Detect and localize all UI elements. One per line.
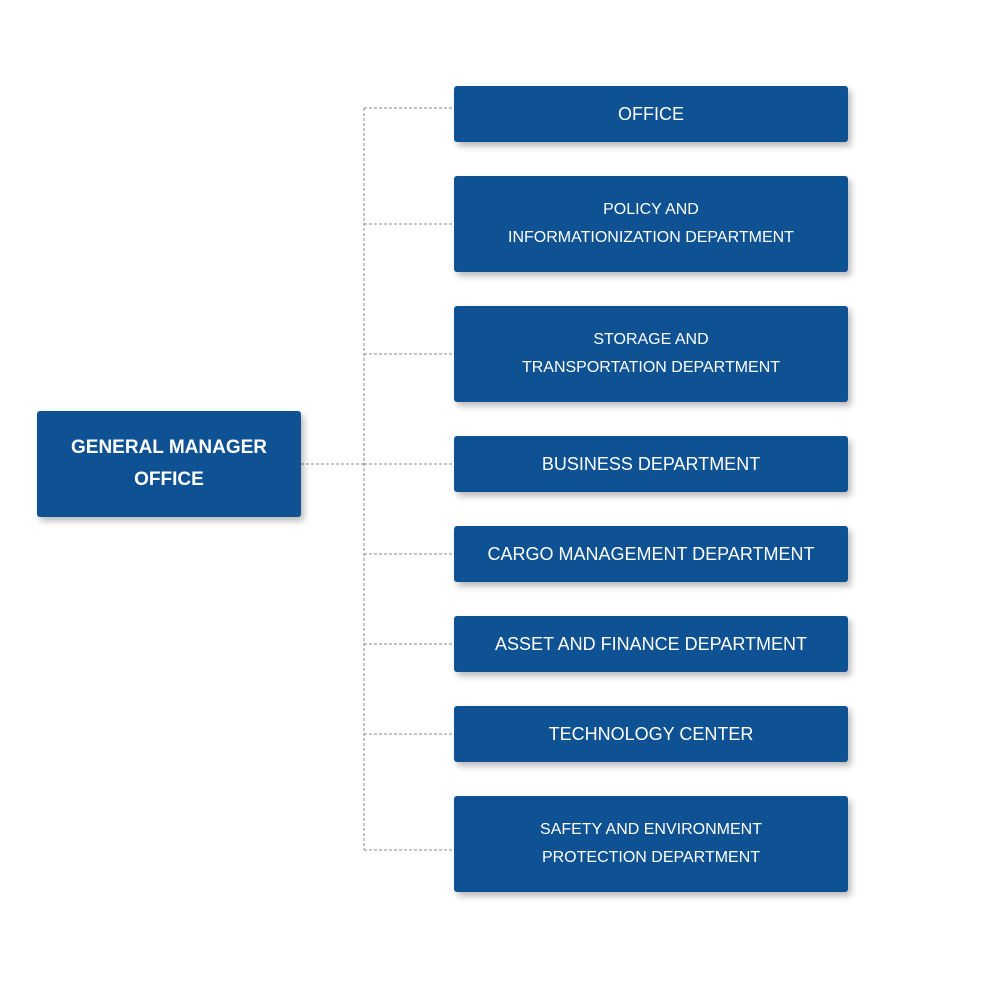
asset-finance-node: ASSET AND FINANCE DEPARTMENT — [454, 616, 848, 672]
policy-informationization-node: POLICY AND INFORMATIONIZATION DEPARTMENT — [454, 176, 848, 272]
office-node: OFFICE — [454, 86, 848, 142]
storage-transportation-label: STORAGE AND TRANSPORTATION DEPARTMENT — [521, 331, 781, 376]
office-label: OFFICE — [618, 104, 684, 124]
safety-environment-label: SAFETY AND ENVIRONMENT PROTECTION DEPART… — [540, 821, 762, 866]
safety-environment-node: SAFETY AND ENVIRONMENT PROTECTION DEPART… — [454, 796, 848, 892]
storage-transportation-node: STORAGE AND TRANSPORTATION DEPARTMENT — [454, 306, 848, 402]
general-manager-office-label: GENERAL MANAGER OFFICE — [71, 437, 267, 490]
technology-center-label: TECHNOLOGY CENTER — [548, 724, 754, 744]
policy-informationization-label: POLICY AND INFORMATIONIZATION DEPARTMENT — [508, 201, 794, 246]
general-manager-office-node: GENERAL MANAGER OFFICE — [37, 411, 301, 517]
technology-center-node: TECHNOLOGY CENTER — [454, 706, 848, 762]
cargo-management-node: CARGO MANAGEMENT DEPARTMENT — [454, 526, 848, 582]
business-department-label: BUSINESS DEPARTMENT — [541, 454, 761, 474]
business-department-node: BUSINESS DEPARTMENT — [454, 436, 848, 492]
cargo-management-label: CARGO MANAGEMENT DEPARTMENT — [487, 544, 815, 564]
asset-finance-label: ASSET AND FINANCE DEPARTMENT — [494, 634, 808, 654]
